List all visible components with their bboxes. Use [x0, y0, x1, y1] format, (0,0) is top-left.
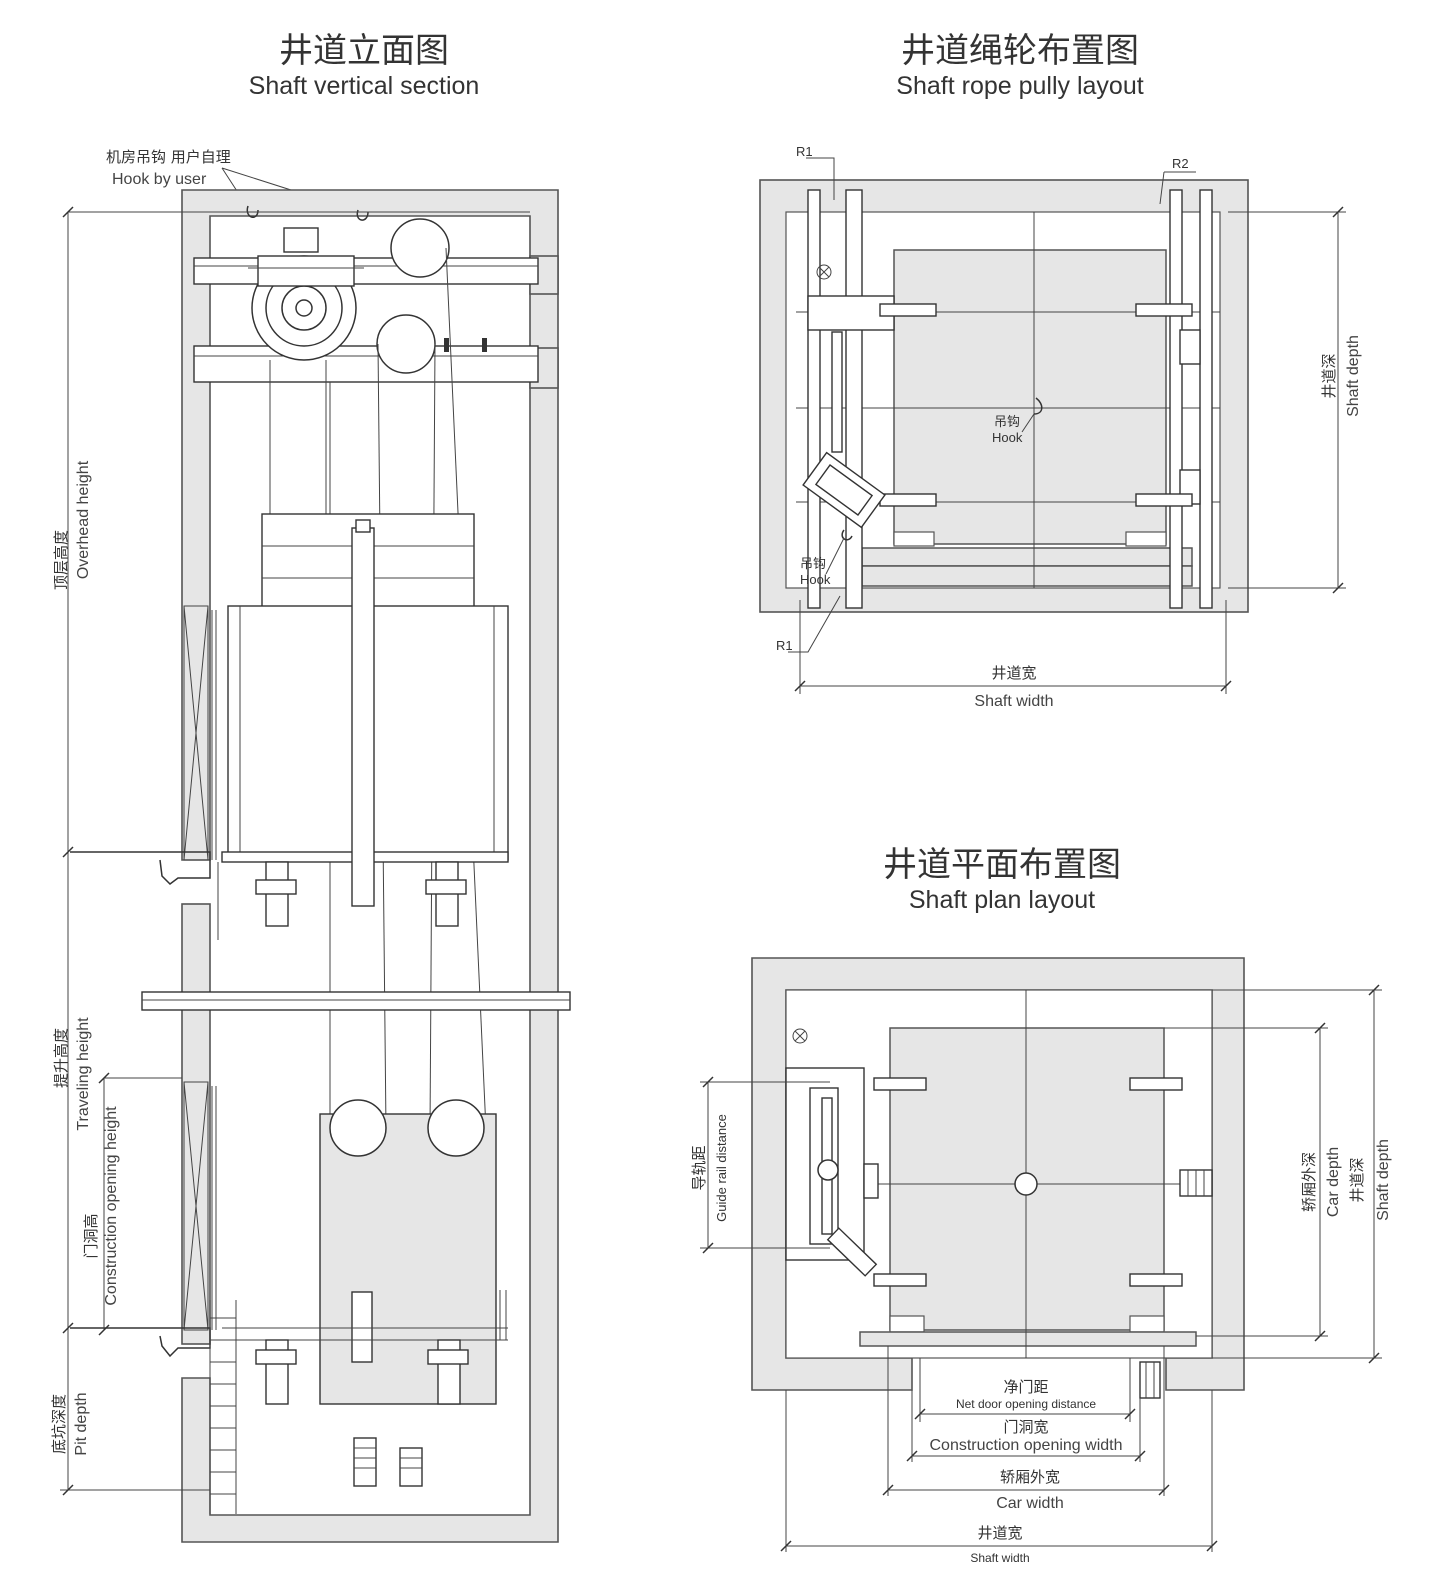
pulley-title-en: Shaft rope pully layout: [896, 72, 1143, 100]
traction-machine: [248, 227, 364, 361]
overhead-height-label-cn: 顶层高度: [52, 530, 70, 590]
opening-width-label-en: Construction opening width: [929, 1437, 1122, 1454]
shaft-vertical-section: 井道立面图 Shaft vertical section 机房吊钩 用户自理 H…: [50, 31, 571, 1543]
opening-width-label-cn: 门洞宽: [1003, 1418, 1048, 1436]
plan-title-cn: 井道平面布置图: [883, 845, 1121, 885]
pulley-hook-label-cn: 吊钩: [994, 414, 1020, 429]
r1-bottom-label: R1: [776, 638, 793, 653]
pulley-hook2-label-en: Hook: [800, 572, 831, 587]
pit-buffers: [353, 1437, 423, 1487]
pulley-depth-label-en: Shaft depth: [1345, 335, 1362, 417]
plan-shaft-depth-label-en: Shaft depth: [1375, 1139, 1392, 1221]
pit-depth-label-en: Pit depth: [73, 1392, 90, 1455]
lower-car: [222, 1099, 508, 1405]
section-title-cn: 井道立面图: [279, 31, 449, 71]
shaft-plan-layout: 井道平面布置图 Shaft plan layout: [690, 845, 1392, 1565]
r1-top-label: R1: [796, 144, 813, 159]
guide-rail-distance-label-cn: 导轨距: [690, 1145, 708, 1190]
pulley-hook-label-en: Hook: [992, 430, 1023, 445]
upper-car: [221, 513, 509, 927]
machine-room-hook-label-cn: 机房吊钩 用户自理: [106, 148, 231, 166]
pit-depth-label-cn: 底坑深度: [50, 1394, 68, 1454]
pulley-width-label-en: Shaft width: [974, 693, 1053, 710]
car-width-label-en: Car width: [996, 1495, 1064, 1512]
plan-shaft-width-label-en: Shaft width: [970, 1551, 1029, 1565]
plan-shaft-depth-label-cn: 井道深: [1348, 1157, 1366, 1202]
section-title-en: Shaft vertical section: [249, 72, 480, 100]
travel-height-label-cn: 提升高度: [52, 1028, 70, 1088]
pulley-depth-label-cn: 井道深: [1320, 353, 1338, 398]
shaft-rope-pulley-layout: 井道绳轮布置图 Shaft rope pully layout: [759, 31, 1362, 710]
car-width-label-cn: 轿厢外宽: [1000, 1468, 1060, 1486]
plan-shaft-width-label-cn: 井道宽: [977, 1524, 1022, 1542]
pulley-hook2-label-cn: 吊钩: [800, 556, 826, 571]
travel-height-label-en: Traveling height: [75, 1017, 92, 1131]
net-door-label-cn: 净门距: [1003, 1378, 1048, 1396]
pit-ladder: [209, 1300, 237, 1514]
pulley-width-label-cn: 井道宽: [991, 664, 1036, 682]
net-door-label-en: Net door opening distance: [956, 1397, 1096, 1411]
guide-rail-distance-label-en: Guide rail distance: [714, 1114, 729, 1222]
opening-height-label-en: Construction opening height: [103, 1106, 120, 1306]
r2-label: R2: [1172, 156, 1189, 171]
machine-room-hook-label-en: Hook by user: [112, 171, 207, 188]
opening-height-label-cn: 门洞高: [82, 1213, 100, 1258]
plan-title-en: Shaft plan layout: [909, 886, 1095, 914]
overhead-height-label-en: Overhead height: [75, 460, 92, 579]
pulley-title-cn: 井道绳轮布置图: [901, 31, 1139, 71]
car-depth-label-en: Car depth: [1325, 1147, 1342, 1217]
car-depth-label-cn: 轿厢外深: [1300, 1152, 1318, 1212]
